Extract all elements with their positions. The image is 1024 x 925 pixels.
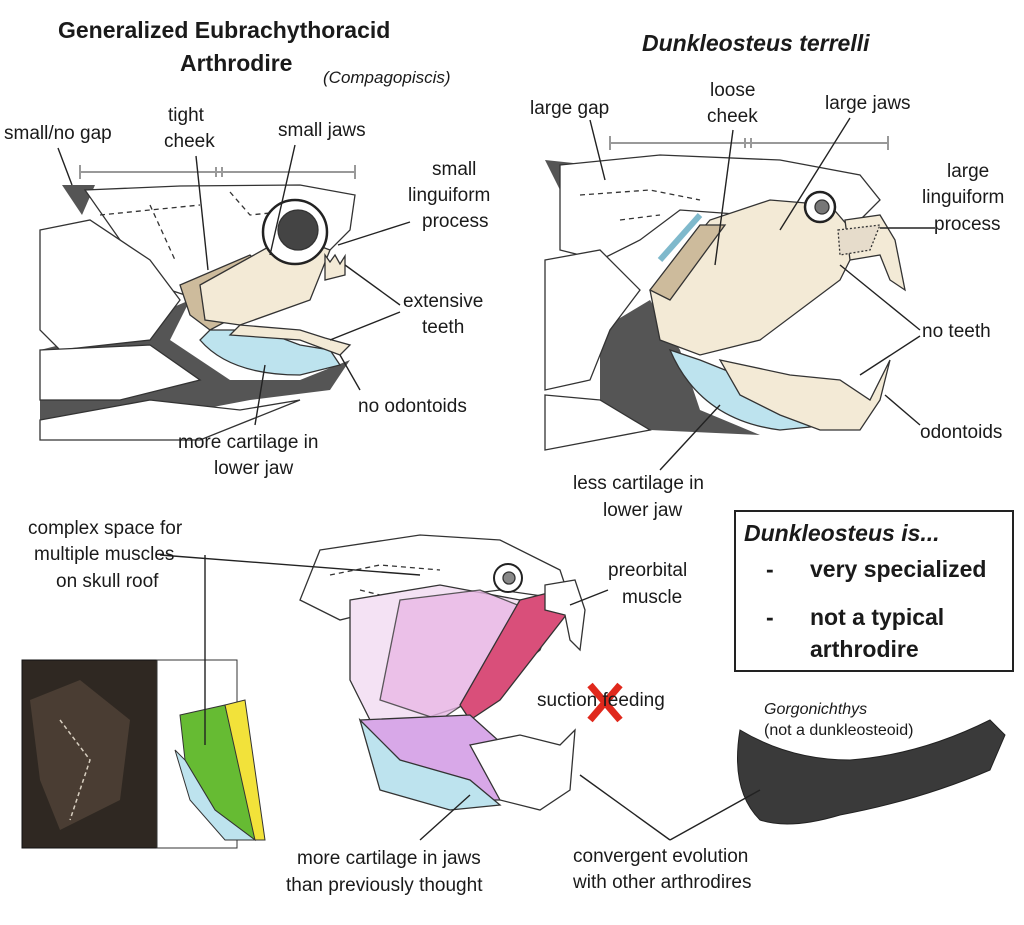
label-large-jaws: large jaws	[825, 93, 911, 114]
label-convergent-1: convergent evolution	[573, 846, 749, 867]
label-jaws-cartilage-2: than previously thought	[286, 875, 483, 896]
label-complex-space-3: on skull roof	[56, 571, 159, 592]
label-less-cartilage-1: less cartilage in	[573, 473, 704, 494]
summary-item-text-line1: not a typical	[810, 604, 945, 630]
label-large-gap: large gap	[530, 98, 610, 119]
summary-box: Dunkleosteus is... - very specialized - …	[734, 510, 1014, 672]
bullet-dash: -	[766, 556, 774, 582]
label-small-process-3: process	[422, 211, 489, 232]
label-more-cartilage-1: more cartilage in	[178, 432, 319, 453]
label-odontoids: odontoids	[920, 422, 1003, 443]
left-title-line2: Arthrodire	[180, 50, 293, 76]
label-more-cartilage-2: lower jaw	[214, 458, 294, 479]
label-jaws-cartilage-1: more cartilage in jaws	[297, 848, 481, 869]
label-tight-cheek-2: cheek	[164, 131, 215, 152]
label-small-gap: small/no gap	[4, 123, 112, 144]
right-title: Dunkleosteus terrelli	[642, 30, 870, 56]
fossil-photo-panel	[21, 659, 266, 849]
label-loose-cheek-2: cheek	[707, 106, 758, 127]
summary-title: Dunkleosteus is...	[744, 520, 940, 546]
label-large-process-1: large	[947, 161, 990, 182]
bullet-dash: -	[766, 604, 774, 630]
label-extensive-teeth-2: teeth	[422, 317, 465, 338]
label-complex-space-2: multiple muscles	[34, 544, 175, 565]
label-small-process-2: linguiform	[408, 185, 491, 206]
label-loose-cheek-1: loose	[710, 80, 756, 101]
label-large-process-3: process	[934, 214, 1001, 235]
label-preorbital-1: preorbital	[608, 560, 688, 581]
left-skull	[39, 165, 356, 441]
label-no-teeth: no teeth	[922, 321, 991, 342]
leader-lines	[57, 117, 935, 841]
label-not-dunkleosteoid: (not a dunkleosteoid)	[764, 722, 914, 739]
label-small-process-1: small	[432, 159, 477, 180]
label-gorgonichthys: Gorgonichthys	[764, 701, 868, 718]
label-suction-feeding: suction feeding	[537, 690, 665, 711]
label-small-jaws: small jaws	[278, 120, 366, 141]
left-title-line1: Generalized Eubrachythoracid	[58, 17, 391, 43]
left-title-genus: (Compagopiscis)	[323, 68, 451, 87]
summary-item-text-line2: arthrodire	[810, 636, 919, 662]
label-tight-cheek-1: tight	[168, 105, 204, 126]
bottom-skull	[299, 534, 623, 811]
label-complex-space-1: complex space for	[28, 518, 183, 539]
label-convergent-2: with other arthrodires	[573, 872, 752, 893]
gorgonichthys-jaw	[737, 719, 1006, 825]
label-less-cartilage-2: lower jaw	[603, 500, 683, 521]
label-large-process-2: linguiform	[922, 187, 1005, 208]
label-extensive-teeth-1: extensive	[403, 291, 484, 312]
label-no-odontoids: no odontoids	[358, 396, 467, 417]
label-preorbital-2: muscle	[622, 587, 683, 608]
summary-item-text: very specialized	[810, 556, 987, 582]
right-skull	[544, 136, 906, 451]
